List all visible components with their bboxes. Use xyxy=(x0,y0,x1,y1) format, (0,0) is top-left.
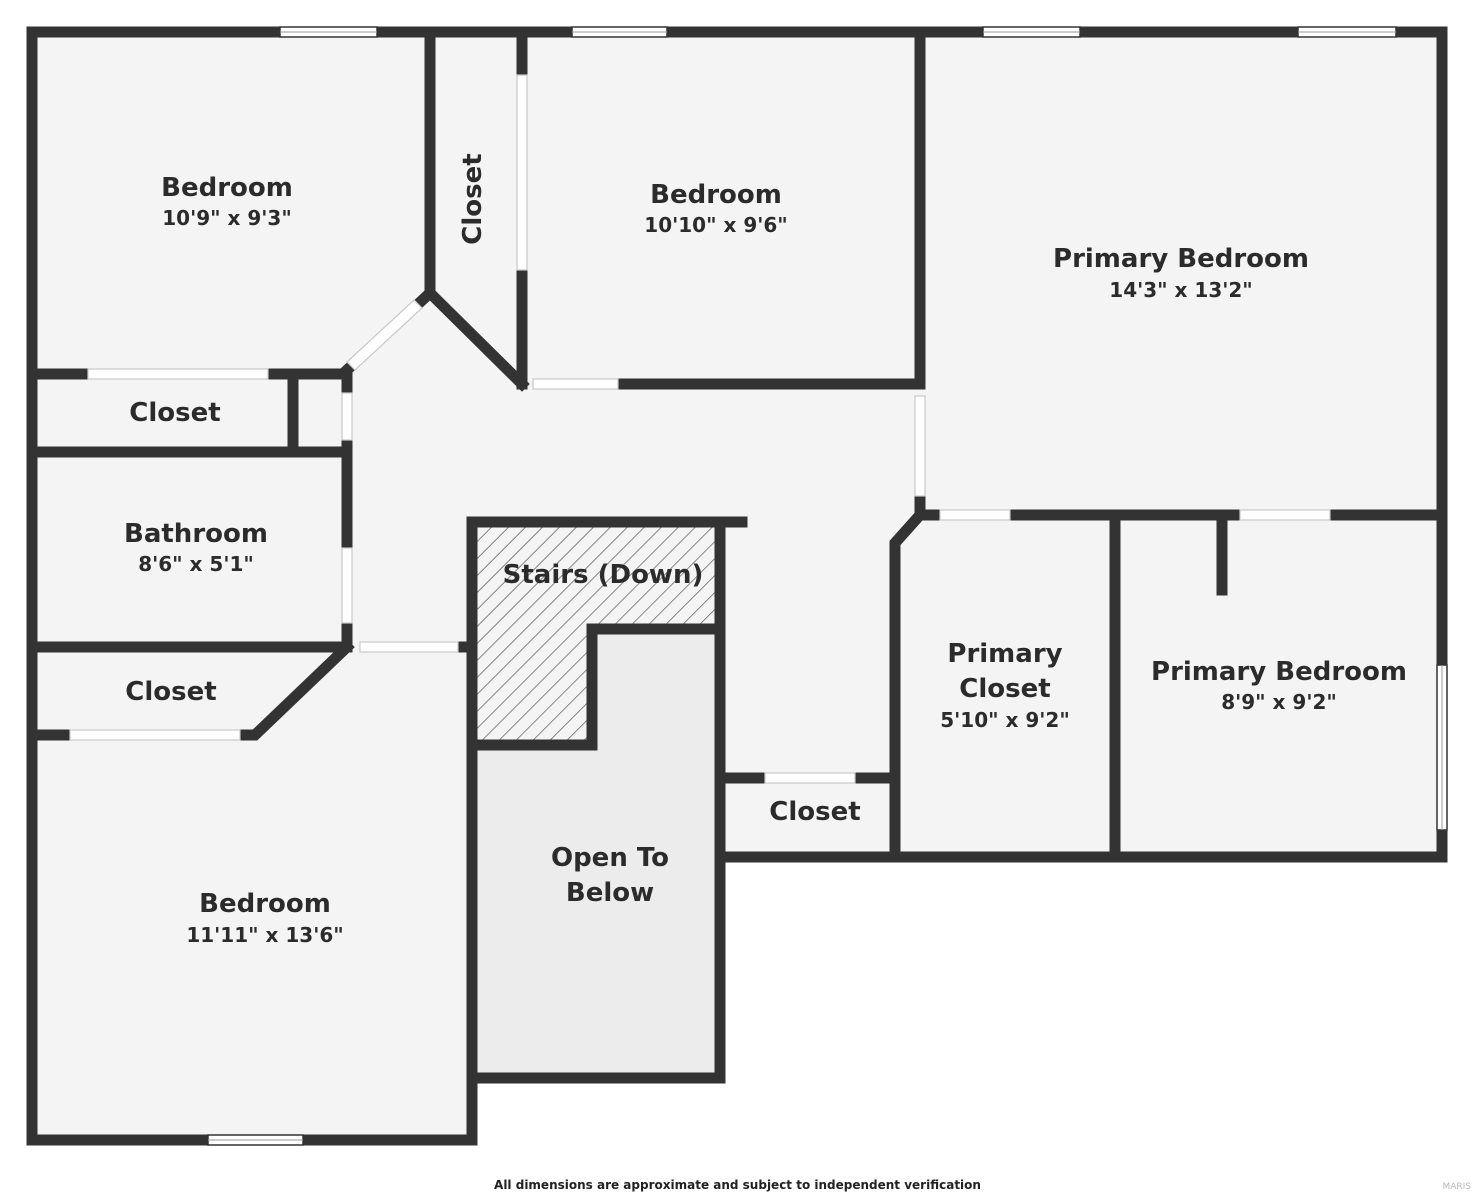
floor-areas xyxy=(32,32,1442,1140)
door-opening xyxy=(346,299,423,371)
room-name: Closet xyxy=(458,153,488,244)
room-dimensions: 11'11" x 13'6" xyxy=(186,923,343,947)
room-dimensions: 8'6" x 5'1" xyxy=(138,552,254,576)
door-opening xyxy=(939,509,1011,521)
windows xyxy=(207,26,1448,1146)
door-opening xyxy=(516,74,528,271)
floor-main xyxy=(32,32,1442,1140)
room-labels: Bedroom 10'9" x 9'3" Closet Bedroom 10'1… xyxy=(124,153,1407,947)
room-name: Bedroom xyxy=(199,889,331,919)
room-name: Open To xyxy=(551,843,669,873)
wall xyxy=(422,285,530,392)
room-name: Bedroom xyxy=(161,173,293,203)
stairs-area xyxy=(477,527,722,742)
room-name: Primary xyxy=(947,639,1062,669)
room-name: Closet xyxy=(959,674,1050,704)
door-opening xyxy=(914,395,926,497)
door-opening xyxy=(532,378,619,390)
wall xyxy=(889,509,946,863)
door-openings xyxy=(69,74,1331,784)
door-opening xyxy=(87,368,269,380)
room-dimensions: 8'9" x 9'2" xyxy=(1221,690,1337,714)
open-to-below-area xyxy=(477,629,717,1075)
room-name: Primary Bedroom xyxy=(1151,657,1407,687)
floor-plan: Bedroom 10'9" x 9'3" Closet Bedroom 10'1… xyxy=(26,26,1448,1146)
room-name: Closet xyxy=(129,398,220,428)
door-opening xyxy=(341,547,353,624)
walls xyxy=(26,26,1448,1146)
door-opening xyxy=(341,392,353,441)
room-name: Closet xyxy=(769,797,860,827)
room-name: Stairs (Down) xyxy=(503,560,704,590)
room-dimensions: 10'10" x 9'6" xyxy=(644,213,787,237)
room-name: Bedroom xyxy=(650,180,782,210)
wall xyxy=(234,639,355,741)
room-dimensions: 5'10" x 9'2" xyxy=(940,708,1070,732)
door-opening xyxy=(764,772,856,784)
room-name: Bathroom xyxy=(124,519,268,549)
disclaimer: All dimensions are approximate and subje… xyxy=(494,1178,981,1192)
watermark: MARIS xyxy=(1442,1182,1471,1192)
room-name: Below xyxy=(566,878,654,908)
room-dimensions: 14'3" x 13'2" xyxy=(1109,278,1252,302)
room-dimensions: 10'9" x 9'3" xyxy=(162,206,292,230)
door-opening xyxy=(359,641,459,653)
room-name: Primary Bedroom xyxy=(1053,244,1309,274)
door-opening xyxy=(1239,509,1331,521)
door-opening xyxy=(69,729,241,741)
wall xyxy=(466,516,748,1084)
room-name: Closet xyxy=(125,677,216,707)
